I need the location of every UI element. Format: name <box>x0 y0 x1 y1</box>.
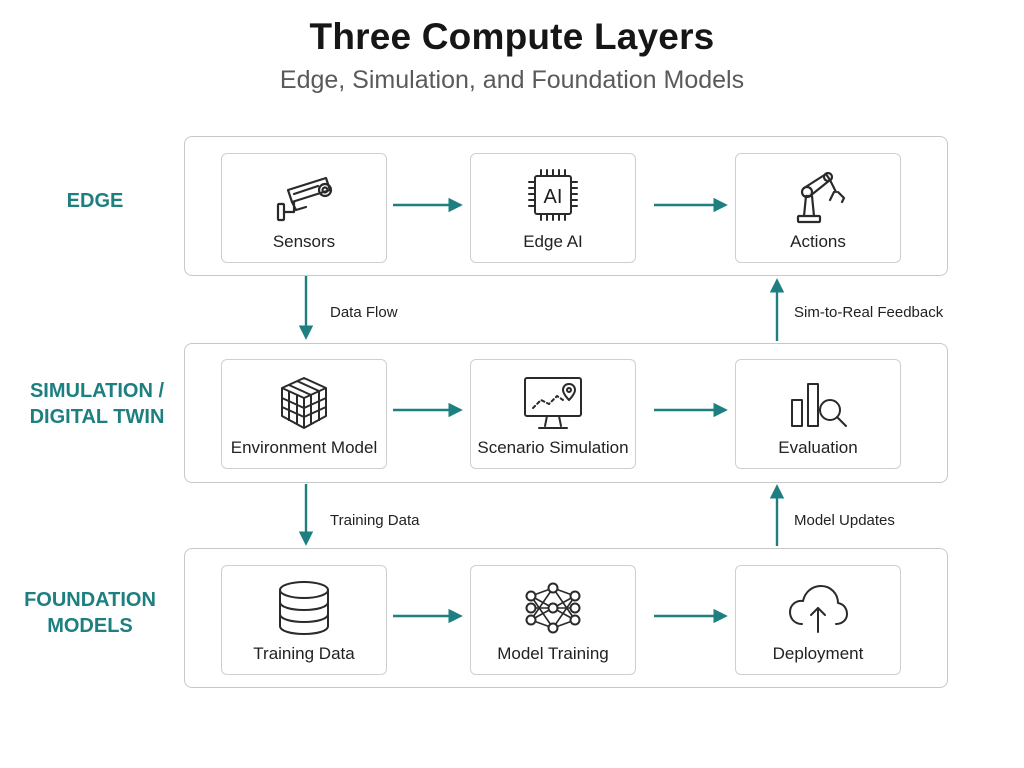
node-label: Model Training <box>497 644 609 663</box>
node-model-training: Model Training <box>470 565 636 675</box>
node-sensors: Sensors <box>221 153 387 263</box>
layer-label-line: SIMULATION / <box>29 380 165 402</box>
database-icon <box>279 581 329 636</box>
node-actions: Actions <box>735 153 901 263</box>
node-training-data: Training Data <box>221 565 387 675</box>
page-title: Three Compute Layers <box>309 16 715 57</box>
bar-magnifier-icon <box>791 383 847 427</box>
camera-icon <box>276 176 333 222</box>
cloud-upload-icon <box>789 585 848 633</box>
node-edge-ai: AI Edge AI <box>470 153 636 263</box>
node-label: Edge AI <box>523 232 583 251</box>
layer-label-foundation: FOUNDATION MODELS <box>20 587 160 639</box>
node-evaluation: Evaluation <box>735 359 901 469</box>
page-subtitle: Edge, Simulation, and Foundation Models <box>279 66 745 94</box>
node-deployment: Deployment <box>735 565 901 675</box>
node-label: Environment Model <box>230 438 378 457</box>
layer-label-line: FOUNDATION <box>24 589 156 611</box>
flow-label-data-flow: Data Flow <box>330 304 398 321</box>
chip-text: AI <box>544 186 563 208</box>
node-label: Scenario Simulation <box>477 438 629 457</box>
node-scenario-simulation: Scenario Simulation <box>470 359 636 469</box>
robot-arm-icon <box>796 171 846 224</box>
layer-label-line: DIGITAL TWIN <box>29 406 165 428</box>
flow-label-model-updates: Model Updates <box>794 512 895 529</box>
neural-network-icon <box>525 582 581 634</box>
node-label: Evaluation <box>778 438 858 457</box>
layer-label-edge: EDGE <box>30 188 160 214</box>
node-environment-model: Environment Model <box>221 359 387 469</box>
ai-chip-icon: AI <box>528 169 578 221</box>
layer-label-line: EDGE <box>66 190 124 212</box>
node-label: Sensors <box>272 232 336 251</box>
node-label: Training Data <box>253 644 355 663</box>
layer-label-line: MODELS <box>47 615 133 637</box>
flow-label-sim-to-real: Sim-to-Real Feedback <box>794 304 944 321</box>
layer-label-simulation: SIMULATION / DIGITAL TWIN <box>22 378 172 430</box>
node-label: Deployment <box>772 644 864 663</box>
node-label: Actions <box>790 232 846 251</box>
cube-icon <box>281 377 327 429</box>
monitor-chart-icon <box>524 377 582 429</box>
flow-label-training-data: Training Data <box>330 512 420 529</box>
